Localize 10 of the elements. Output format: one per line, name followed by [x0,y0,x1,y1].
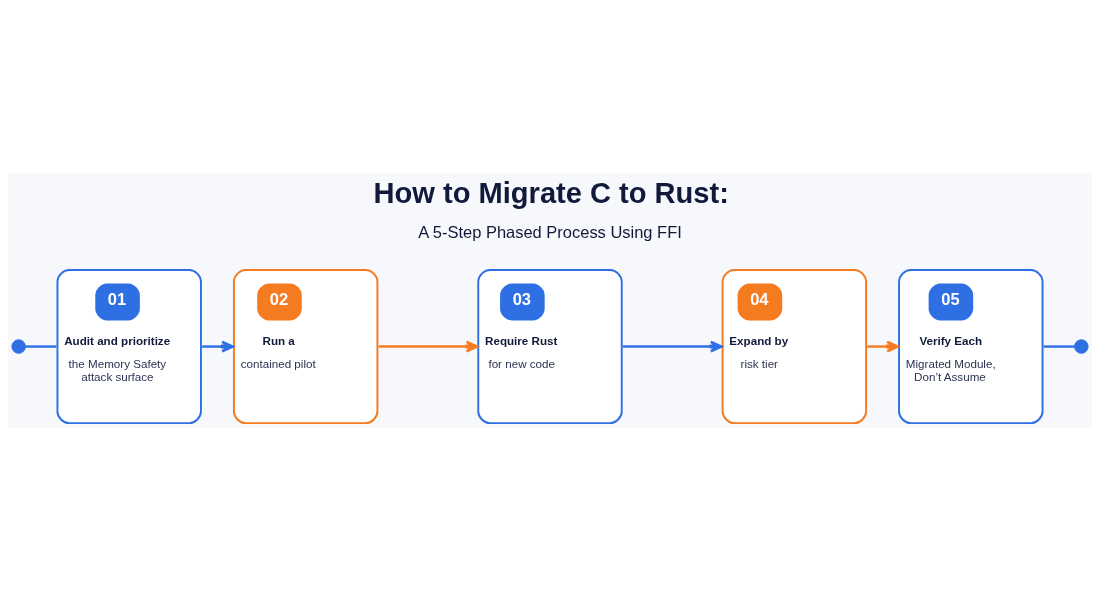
node-circle [11,338,26,354]
label: A 5-Step Phased Process Using FFI [418,222,682,241]
arrow [202,340,235,353]
arrow [867,340,900,353]
diagram-title: How to Migrate C to Rust: [373,176,729,209]
arrow [623,340,723,353]
arrow [378,340,479,353]
connector [1043,344,1075,348]
node-circle [1074,338,1089,354]
connector [25,344,57,348]
